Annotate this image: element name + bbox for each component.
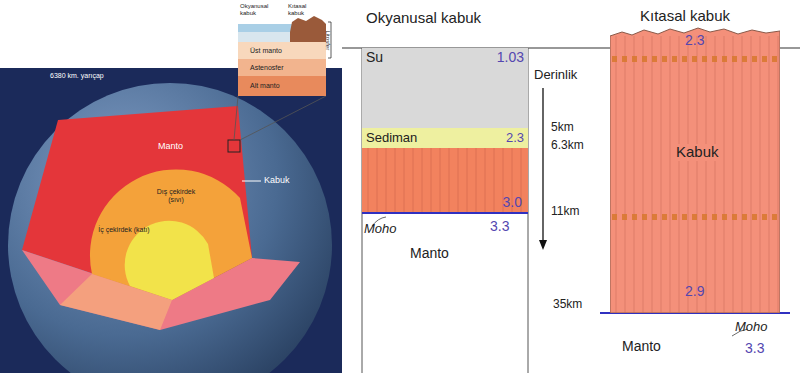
sediment-layer: Sediman 2.3: [362, 128, 528, 148]
density-value: 3.0: [503, 195, 522, 210]
inset-label: Litosfer: [325, 30, 332, 50]
depth-value: 5km: [551, 121, 574, 134]
boundary-name: Moho: [735, 320, 768, 334]
continental-crust-layer: 2.3Kabuk 2.9: [610, 26, 780, 313]
layer-name: Dış çekirdek (sıvı): [150, 188, 202, 203]
axis-label: Derinlik: [534, 68, 577, 82]
layer-name: Sediman: [366, 131, 417, 145]
radius-label: 6380 km. yarıçap: [50, 72, 104, 80]
density-value: 2.9: [685, 284, 704, 299]
inset-label: Okyanusal kabuk: [240, 3, 280, 16]
depth-arrow: [542, 88, 543, 242]
moho-line: [362, 212, 528, 214]
leader-line: [242, 181, 261, 182]
inset-marker: [228, 140, 240, 152]
layer-name: İç çekirdek (katı): [98, 226, 150, 234]
oceanic-crust-layer: 3.0: [362, 148, 528, 212]
outer-core: [90, 169, 252, 300]
boundary-name: Moho: [364, 222, 397, 236]
water-layer: Su 1.03: [362, 48, 528, 128]
column-heading: Kıtasal kabuk: [640, 8, 730, 25]
inset-leader: [234, 96, 238, 140]
layer-name: Manto: [622, 339, 661, 354]
column-heading: Okyanusal kabuk: [366, 10, 481, 27]
core-lower-face: [60, 274, 172, 330]
density-value: 1.03: [497, 50, 524, 65]
asthenosphere-band: [238, 59, 326, 76]
layer-name: Manto: [410, 246, 449, 261]
depth-arrowhead: [539, 240, 547, 250]
globe: [8, 83, 332, 373]
inset-label: Astenosfer: [250, 64, 283, 72]
layer-name: Kabuk: [674, 144, 721, 161]
upper-mantle-band: [238, 42, 326, 59]
depth-value: 35km: [553, 298, 582, 311]
inset-label: Üst manto: [250, 47, 282, 55]
density-value: 2.3: [506, 131, 524, 145]
part-label: Kabuk: [264, 176, 290, 186]
inset-leader: [240, 96, 326, 140]
depth-value: 11km: [551, 205, 579, 218]
layer-name: Su: [366, 50, 383, 65]
continent-block: [290, 16, 326, 42]
density-value: 3.3: [490, 219, 509, 234]
density-value: 3.3: [745, 341, 764, 356]
lower-mantle-band: [238, 76, 326, 96]
layer-name: Manto: [158, 142, 183, 152]
inset-label: Alt manto: [250, 82, 280, 90]
density-value: 2.3: [685, 33, 704, 48]
inset-label: Kıtasal kabuk: [288, 3, 318, 16]
depth-value: 6.3km: [551, 139, 584, 152]
layer-fill: [610, 26, 780, 313]
